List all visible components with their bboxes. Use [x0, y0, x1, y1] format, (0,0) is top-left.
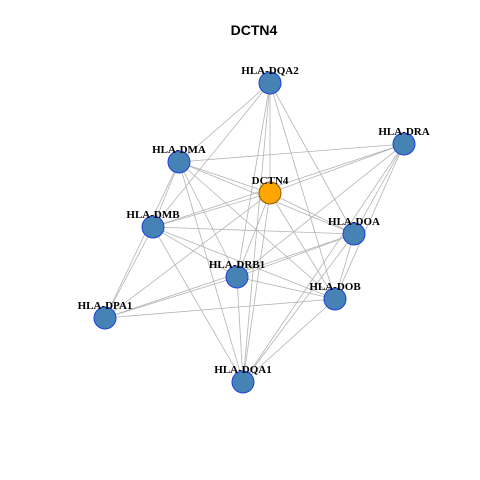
edge-hla-dra--dctn4	[269, 143, 405, 194]
edge-hla-dma--hla-dqa1	[178, 161, 244, 383]
edge-dctn4--hla-dqa1	[242, 192, 271, 383]
edge-hla-dmb--hla-dob	[152, 226, 336, 300]
edge-hla-dob--hla-dqa1	[242, 298, 336, 383]
edge-hla-drb1--hla-dpa1	[104, 276, 238, 319]
node-layer	[93, 71, 416, 394]
edge-hla-dob--hla-dpa1	[104, 298, 336, 319]
edge-dctn4--hla-drb1	[236, 192, 271, 278]
node-hla-dqa2	[258, 71, 282, 95]
node-hla-doa	[342, 222, 366, 246]
node-hla-dqa1	[231, 370, 255, 394]
node-label-hla-dob: HLA-DOB	[309, 281, 361, 293]
edge-dctn4--hla-dpa1	[104, 192, 271, 319]
node-label-hla-dpa1: HLA-DPA1	[78, 300, 133, 312]
edge-hla-dra--hla-dma	[178, 143, 405, 163]
node-dctn4	[258, 181, 282, 205]
edge-hla-doa--hla-dqa1	[242, 233, 355, 383]
edge-hla-doa--hla-drb1	[236, 233, 355, 278]
edge-dctn4--hla-doa	[269, 192, 355, 235]
node-label-hla-dqa2: HLA-DQA2	[241, 65, 299, 77]
node-hla-dmb	[141, 215, 165, 239]
edge-hla-dra--hla-dqa1	[242, 143, 405, 383]
node-label-hla-doa: HLA-DOA	[328, 216, 380, 228]
edge-layer	[104, 82, 405, 383]
edge-hla-dmb--hla-doa	[152, 226, 355, 235]
edge-hla-dqa2--hla-dqa1	[242, 82, 271, 383]
node-hla-dob	[323, 287, 347, 311]
edge-hla-dmb--hla-drb1	[152, 226, 238, 278]
node-label-hla-dqa1: HLA-DQA1	[214, 364, 271, 376]
edge-hla-dma--hla-dpa1	[104, 161, 180, 319]
edge-hla-dqa2--hla-dob	[269, 82, 336, 300]
edge-dctn4--hla-dob	[269, 192, 336, 300]
edge-hla-dma--hla-drb1	[178, 161, 238, 278]
edge-hla-dmb--hla-dqa1	[152, 226, 244, 383]
edge-hla-dqa2--hla-doa	[269, 82, 355, 235]
edge-hla-dqa2--hla-drb1	[236, 82, 271, 278]
node-hla-dpa1	[93, 306, 117, 330]
edge-hla-drb1--hla-dob	[236, 276, 336, 300]
node-hla-dma	[167, 150, 191, 174]
graph-title: DCTN4	[231, 22, 278, 38]
node-hla-drb1	[225, 265, 249, 289]
node-label-hla-dmb: HLA-DMB	[126, 209, 180, 221]
node-label-hla-dma: HLA-DMA	[152, 144, 206, 156]
edge-hla-dqa2--hla-dmb	[152, 82, 271, 228]
edge-dctn4--hla-dmb	[152, 192, 271, 228]
edge-hla-dmb--hla-dpa1	[104, 226, 154, 319]
edge-hla-dma--hla-dmb	[152, 161, 180, 228]
node-label-hla-drb1: HLA-DRB1	[209, 259, 265, 271]
edge-hla-dma--dctn4	[178, 161, 271, 194]
node-hla-dra	[392, 132, 416, 156]
edge-hla-dra--hla-dob	[334, 143, 405, 300]
node-label-dctn4: DCTN4	[252, 175, 289, 187]
edge-hla-dra--hla-doa	[353, 143, 405, 235]
edge-hla-dra--hla-drb1	[236, 143, 405, 278]
edge-hla-dqa2--hla-dma	[178, 82, 271, 163]
node-label-hla-dra: HLA-DRA	[378, 126, 429, 138]
edge-hla-drb1--hla-dqa1	[236, 276, 244, 383]
